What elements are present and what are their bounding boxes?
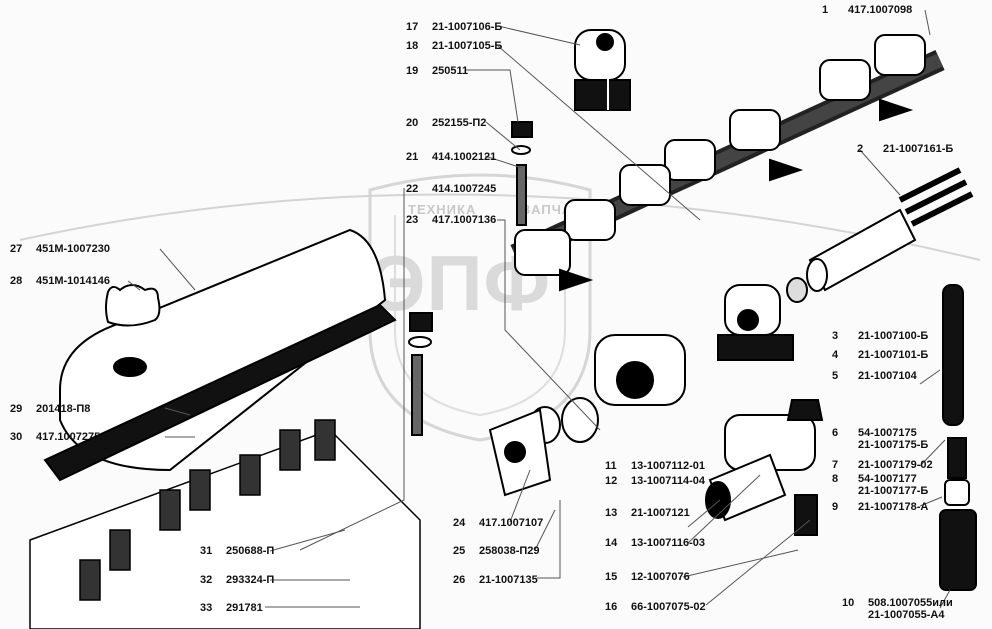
rocker-arms [514, 34, 926, 292]
cylinder-head [29, 419, 421, 629]
watermark-text-1: ТЕХНИКА [408, 202, 477, 217]
pushrod-parts [939, 284, 977, 591]
spring-and-shaft-tube [786, 167, 974, 303]
rocker-arm-exploded [529, 334, 824, 536]
oil-filler-cap [105, 284, 161, 327]
shaft-bracket-section [574, 29, 631, 111]
leader-lines [127, 9, 951, 609]
valve-cover [43, 228, 397, 482]
rocker-arm-24 [488, 408, 552, 497]
shaft-bracket [717, 284, 794, 361]
stud-nut-washer [408, 121, 533, 436]
